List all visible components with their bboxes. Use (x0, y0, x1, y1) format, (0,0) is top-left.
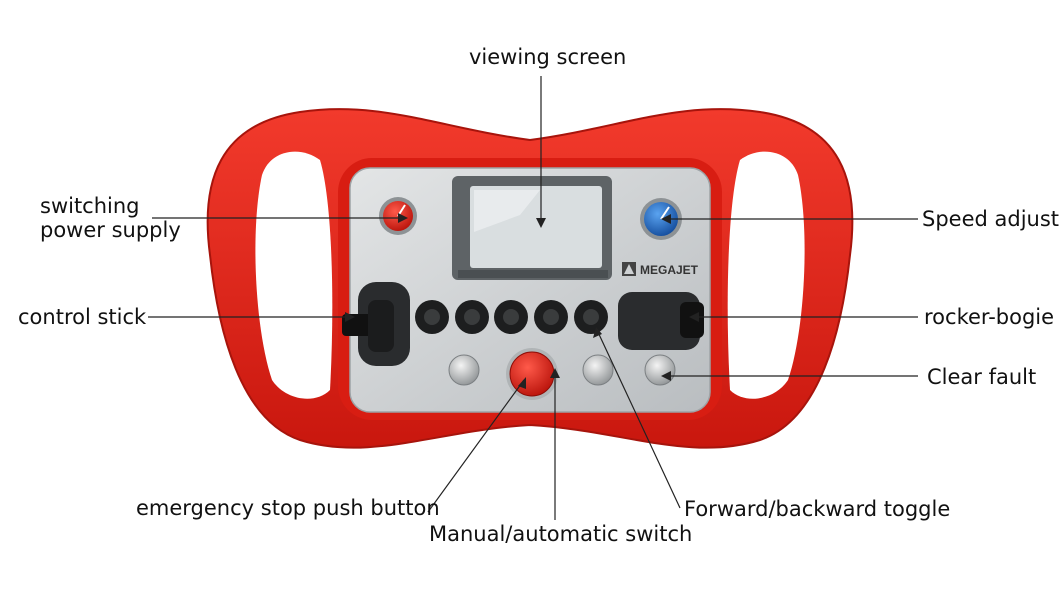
label-switching-power-supply: switching power supply (40, 194, 181, 242)
label-manual-auto-switch: Manual/automatic switch (429, 522, 693, 546)
label-forward-backward-toggle: Forward/backward toggle (684, 497, 951, 521)
control-panel (349, 167, 711, 413)
brand-name: MEGAJET (640, 263, 699, 277)
rocker-bogie-housing (618, 292, 700, 350)
label-control-stick: control stick (18, 305, 147, 329)
label-viewing-screen: viewing screen (469, 45, 627, 69)
label-clear-fault: Clear fault (927, 365, 1037, 389)
callout-arrowheads (345, 213, 699, 389)
toggle-switch-row (415, 300, 608, 334)
label-emergency-stop: emergency stop push button (136, 496, 440, 520)
push-button-left[interactable] (448, 354, 480, 386)
label-speed-adjust: Speed adjust (922, 207, 1060, 231)
callout-lines (148, 76, 918, 520)
right-handle-hole (727, 151, 805, 399)
brand-logo (622, 262, 636, 276)
push-button-right[interactable] (582, 354, 614, 386)
label-rocker-bogie: rocker-bogie (924, 305, 1055, 329)
rocker-bogie[interactable] (680, 302, 704, 338)
left-handle-hole (255, 151, 333, 399)
